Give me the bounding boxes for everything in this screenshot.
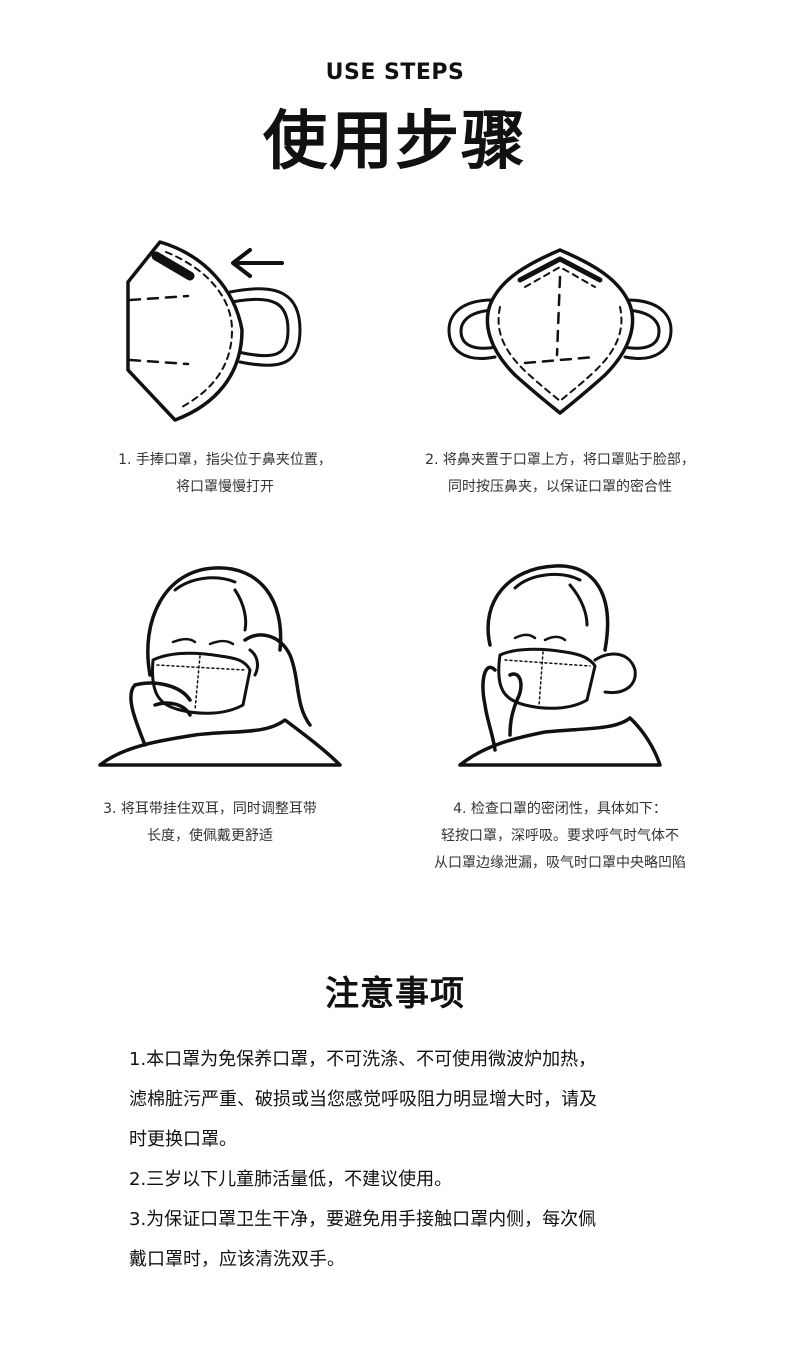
notes-line: 时更换口罩。 (129, 1129, 237, 1150)
step-2-caption: 2. 将鼻夹置于口罩上方，将口罩贴于脸部， 同时按压鼻夹，以保证口罩的密合性 (395, 447, 725, 501)
step-2-line-1: 2. 将鼻夹置于口罩上方，将口罩贴于脸部， (425, 452, 695, 468)
step-3-line-2: 长度，使佩戴更舒适 (147, 828, 273, 844)
step-4-line-3: 从口罩边缘泄漏，吸气时口罩中央略凹陷 (434, 855, 686, 871)
step-1-line-2: 将口罩慢慢打开 (176, 479, 274, 495)
notes-line: 2.三岁以下儿童肺活量低，不建议使用。 (129, 1169, 453, 1190)
step-4-caption: 4. 检查口罩的密闭性，具体如下： 轻按口罩，深呼吸。要求呼气时气体不 从口罩边… (395, 796, 725, 877)
step-1-line-1: 1. 手捧口罩，指尖位于鼻夹位置， (118, 452, 332, 468)
notes-line: 戴口罩时，应该清洗双手。 (129, 1249, 345, 1270)
notes-list: 1.本口罩为免保养口罩，不可洗涤、不可使用微波炉加热， 滤棉脏污严重、破损或当您… (129, 1040, 689, 1280)
person-adjusting-ear-loops-icon (98, 566, 342, 767)
notes-line: 1.本口罩为免保养口罩，不可洗涤、不可使用微波炉加热， (129, 1049, 597, 1070)
notes-line: 滤棉脏污严重、破损或当您感觉呼吸阻力明显增大时，请及 (129, 1089, 597, 1110)
step-3-line-1: 3. 将耳带挂住双耳，同时调整耳带 (103, 801, 317, 817)
page-title: 使用步骤 (263, 105, 527, 179)
person-checking-seal-icon (458, 564, 662, 767)
step-2-line-2: 同时按压鼻夹，以保证口罩的密合性 (448, 479, 672, 495)
notes-title: 注意事项 (325, 974, 465, 1014)
step-3-caption: 3. 将耳带挂住双耳，同时调整耳带 长度，使佩戴更舒适 (45, 796, 375, 850)
step-1-caption: 1. 手捧口罩，指尖位于鼻夹位置， 将口罩慢慢打开 (60, 447, 390, 501)
mask-front-view-icon (447, 248, 673, 415)
mask-side-view-icon (126, 240, 302, 422)
subtitle-en: USE STEPS (325, 60, 465, 85)
step-4-line-2: 轻按口罩，深呼吸。要求呼气时气体不 (441, 828, 679, 844)
notes-line: 3.为保证口罩卫生干净，要避免用手接触口罩内侧，每次佩 (129, 1209, 597, 1230)
step-4-line-1: 4. 检查口罩的密闭性，具体如下： (453, 801, 667, 817)
